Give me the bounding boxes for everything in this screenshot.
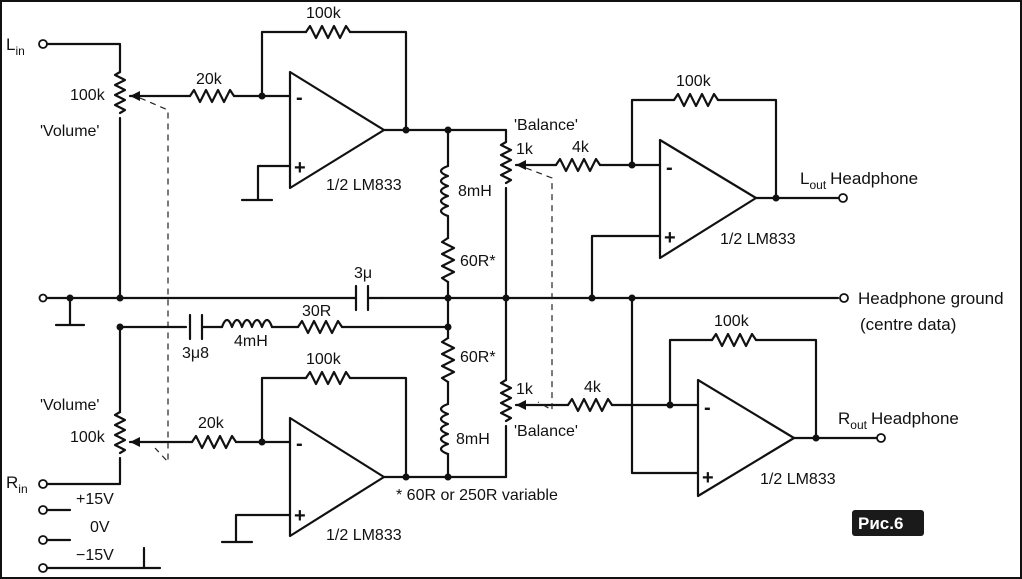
l-top-value: 8mH (458, 183, 492, 200)
opamp-top-minus: - (296, 87, 303, 109)
balance-bottom-label: 'Balance' (514, 423, 578, 440)
bal-pot-bottom-value: 1k (516, 381, 534, 398)
r-in-bottom-value: 20k (198, 415, 225, 432)
l-out-terminal (838, 193, 848, 203)
ground-bus (45, 284, 849, 327)
c-3u8-value: 3μ8 (182, 345, 209, 362)
balance-pots (499, 128, 570, 479)
ground-in-terminal (38, 293, 48, 303)
input-terminals (38, 39, 48, 573)
opamp-out-bottom-label: 1/2 LM833 (760, 471, 836, 488)
opamp-out-top-plus: + (664, 227, 676, 249)
centre-data-label: (centre data) (860, 315, 956, 334)
zero-v-label: 0V (90, 519, 110, 536)
opamp-out-top-minus: - (666, 157, 673, 179)
opamp-top-label: 1/2 LM833 (326, 177, 402, 194)
opamp-top-right (554, 92, 848, 302)
rail-stubs (45, 508, 72, 542)
l-in-label: Lin (6, 35, 25, 58)
figure-badge: Рис.6 (852, 510, 924, 536)
headphone-ground-terminal (839, 293, 849, 303)
r-in-terminal (38, 479, 48, 489)
r-in-top-value: 20k (196, 71, 223, 88)
opamp-bottom-plus: + (294, 505, 306, 527)
zero-v-terminal (38, 535, 48, 545)
opamp-top-left (188, 24, 508, 202)
r-in-wiring (45, 325, 194, 486)
opamp-top-plus: + (294, 157, 306, 179)
l-in-terminal (38, 39, 48, 49)
opamp-out-top-label: 1/2 LM833 (720, 231, 796, 248)
volume-bottom-label: 'Volume' (40, 397, 99, 414)
zobel-line (116, 313, 452, 341)
r-in-label: Rin (6, 473, 28, 496)
bal-pot-top-value: 1k (516, 141, 534, 158)
pot-bottom-value: 100k (70, 429, 106, 446)
r-4k-top-value: 4k (572, 139, 590, 156)
r-fb-out-top-value: 100k (676, 73, 712, 90)
plus15-terminal (38, 505, 48, 515)
r-fb-bottom-value: 100k (306, 351, 342, 368)
opamp-bottom-minus: - (296, 433, 303, 455)
l-4mh-value: 4mH (234, 333, 268, 350)
r-fb-out-bottom-value: 100k (714, 313, 750, 330)
r60-top-value: 60R* (460, 253, 496, 270)
text-labels: Lin Rin 100k 'Volume' 'Volume' 100k +15V… (6, 5, 1004, 564)
opamp-bottom-right (566, 294, 886, 498)
centre-ladder (439, 128, 456, 479)
opamp-bottom-left (190, 370, 508, 544)
volume-gang-line (139, 97, 169, 464)
minus15-label: −15V (76, 547, 114, 564)
balance-gang-line (525, 167, 553, 412)
headphone-ground-label: Headphone ground (858, 289, 1004, 308)
l-in-wiring (45, 42, 192, 300)
l-bottom-value: 8mH (456, 431, 490, 448)
opamp-bottom-label: 1/2 LM833 (326, 527, 402, 544)
figure-badge-text: Рис.6 (858, 514, 903, 533)
plus15-label: +15V (76, 491, 114, 508)
volume-top-label: 'Volume' (40, 123, 99, 140)
balance-top-label: 'Balance' (514, 117, 578, 134)
r-fb-top-value: 100k (306, 5, 342, 22)
opamp-out-bottom-plus: + (702, 467, 714, 489)
c-3u-value: 3μ (354, 265, 372, 282)
opamp-out-bottom-minus: - (704, 397, 711, 419)
footnote-label: * 60R or 250R variable (396, 487, 558, 504)
r-30r-value: 30R (302, 303, 331, 320)
r-out-terminal (876, 433, 886, 443)
minus15-terminal (38, 563, 48, 573)
r60-bottom-value: 60R* (460, 349, 496, 366)
rail-ground (45, 546, 162, 570)
r-4k-bottom-value: 4k (584, 379, 602, 396)
pot-top-value: 100k (70, 87, 106, 104)
